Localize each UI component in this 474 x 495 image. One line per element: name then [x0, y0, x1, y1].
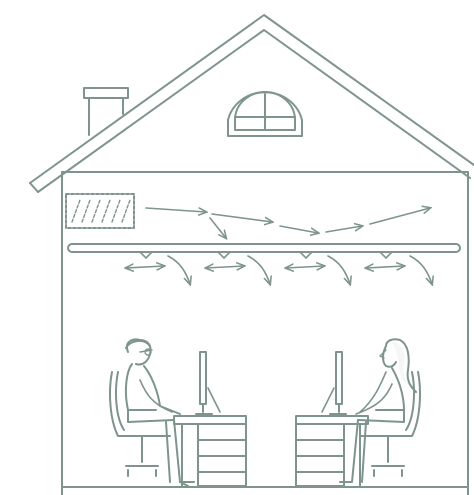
airflow-arrow-icon: [206, 266, 244, 268]
house-walls: [61, 171, 469, 495]
airflow-arrow-icon: [369, 208, 430, 225]
desk-left: [173, 415, 247, 487]
airflow-arrow-icon: [286, 266, 324, 268]
airflow-arrow-icon: [247, 255, 270, 284]
air-duct-icon: [67, 243, 461, 259]
chimney-icon: [83, 87, 129, 136]
airflow-arrow-icon: [126, 266, 164, 268]
airflow-arrow-icon: [145, 208, 206, 212]
monitor-right: [321, 351, 347, 415]
airflow-upper: [145, 208, 430, 238]
airflow-arrow-icon: [211, 213, 272, 222]
seated-man-icon: [124, 338, 195, 487]
attic-window-icon: [227, 91, 303, 137]
airflow-arrow-icon: [325, 226, 362, 233]
shading: [392, 342, 410, 386]
airflow-down: [167, 255, 432, 284]
airflow-arrow-icon: [209, 217, 226, 238]
seated-woman-icon: [339, 338, 417, 483]
airflow-arrow-icon: [279, 225, 318, 233]
office-chair-icon: [109, 371, 171, 477]
hvac-vent-unit-icon: [65, 193, 135, 229]
airflow-arrow-icon: [409, 255, 432, 284]
airflow-arrow-icon: [167, 255, 190, 284]
airflow-lateral: [126, 266, 404, 268]
office-chair-icon: [359, 371, 421, 477]
airflow-arrow-icon: [366, 266, 404, 268]
monitor-left: [195, 351, 221, 415]
airflow-arrow-icon: [327, 255, 350, 284]
roof: [29, 14, 474, 193]
